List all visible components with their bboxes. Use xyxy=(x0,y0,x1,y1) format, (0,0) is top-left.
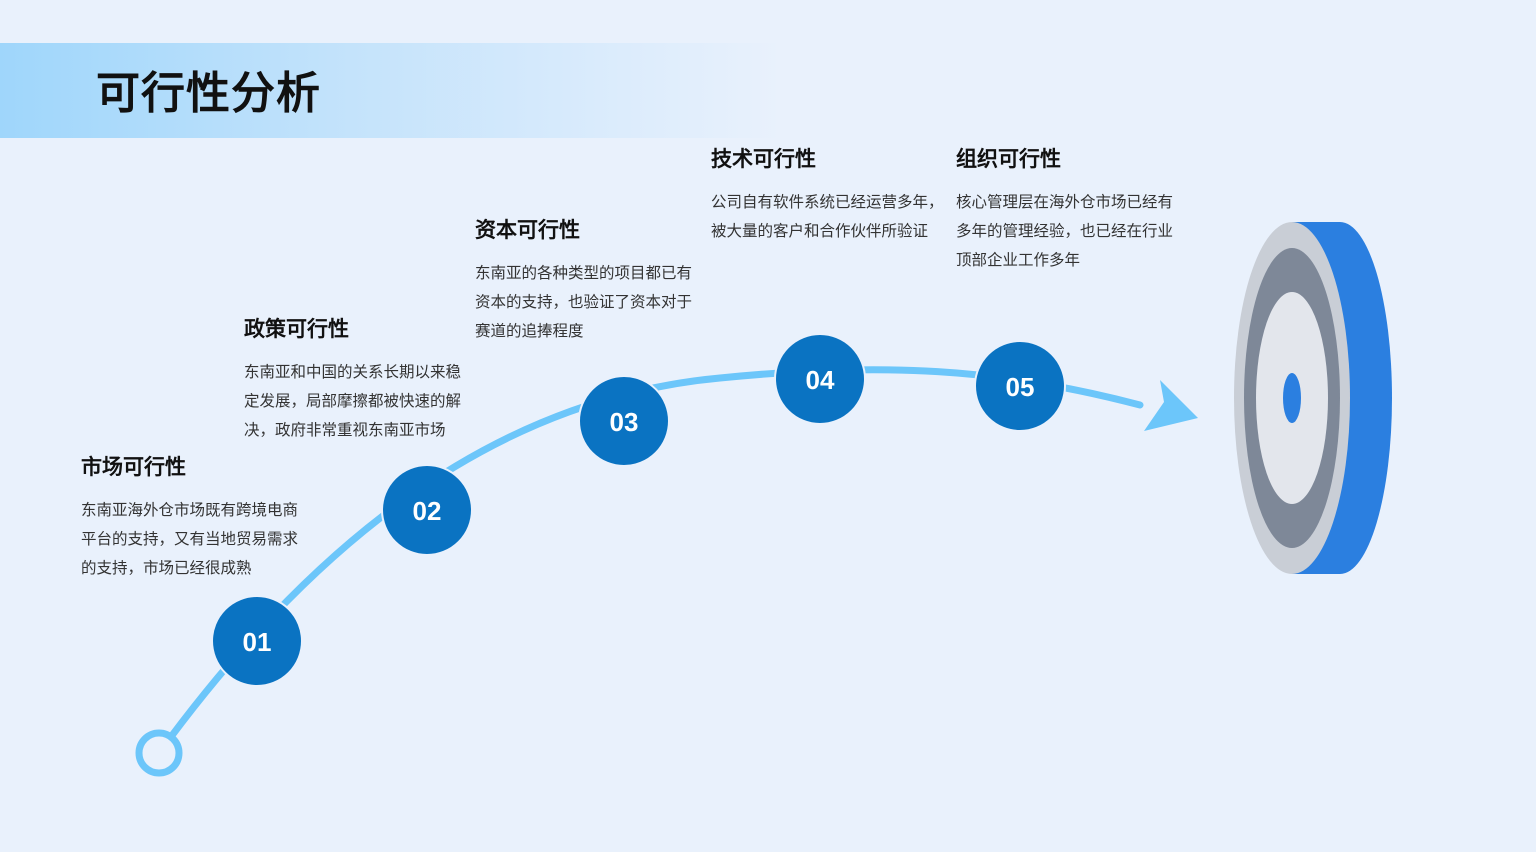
page-title: 可行性分析 xyxy=(96,69,321,118)
step-number: 04 xyxy=(806,365,835,395)
step-node-4: 04 xyxy=(774,333,866,425)
step-node-3: 03 xyxy=(578,375,670,467)
step-description: 公司自有软件系统已经运营多年， 被大量的客户和合作伙伴所验证 xyxy=(711,194,944,240)
step-node-2: 02 xyxy=(381,464,473,556)
target-icon xyxy=(1234,222,1392,574)
step-card-2: 政策可行性 东南亚和中国的关系长期以来稳 定发展，局部摩擦都被快速的解 决，政府… xyxy=(244,316,484,445)
step-description: 东南亚的各种类型的项目都已有 资本的支持，也验证了资本对于 赛道的追捧程度 xyxy=(475,265,693,340)
step-description: 东南亚和中国的关系长期以来稳 定发展，局部摩擦都被快速的解 决，政府非常重视东南… xyxy=(244,364,462,439)
step-number: 01 xyxy=(243,627,272,657)
step-description: 东南亚海外仓市场既有跨境电商 平台的支持，又有当地贸易需求 的支持，市场已经很成… xyxy=(81,502,299,577)
step-heading: 政策可行性 xyxy=(244,318,349,341)
step-heading: 市场可行性 xyxy=(81,456,186,479)
step-heading: 资本可行性 xyxy=(475,219,580,242)
start-ring xyxy=(135,729,183,777)
step-card-3: 资本可行性 东南亚的各种类型的项目都已有 资本的支持，也验证了资本对于 赛道的追… xyxy=(475,217,715,346)
title-band xyxy=(0,43,780,138)
step-node-1: 01 xyxy=(211,595,303,687)
step-card-4: 技术可行性 公司自有软件系统已经运营多年， 被大量的客户和合作伙伴所验证 xyxy=(711,146,956,246)
step-number: 05 xyxy=(1006,372,1035,402)
arrow-head-icon xyxy=(1144,380,1198,431)
step-node-5: 05 xyxy=(974,340,1066,432)
step-heading: 技术可行性 xyxy=(711,148,816,171)
step-heading: 组织可行性 xyxy=(956,148,1061,171)
step-number: 02 xyxy=(413,496,442,526)
step-card-1: 市场可行性 东南亚海外仓市场既有跨境电商 平台的支持，又有当地贸易需求 的支持，… xyxy=(81,454,321,583)
step-number: 03 xyxy=(610,407,639,437)
step-description: 核心管理层在海外仓市场已经有 多年的管理经验，也已经在行业 顶部企业工作多年 xyxy=(956,194,1174,269)
step-card-5: 组织可行性 核心管理层在海外仓市场已经有 多年的管理经验，也已经在行业 顶部企业… xyxy=(956,146,1196,275)
